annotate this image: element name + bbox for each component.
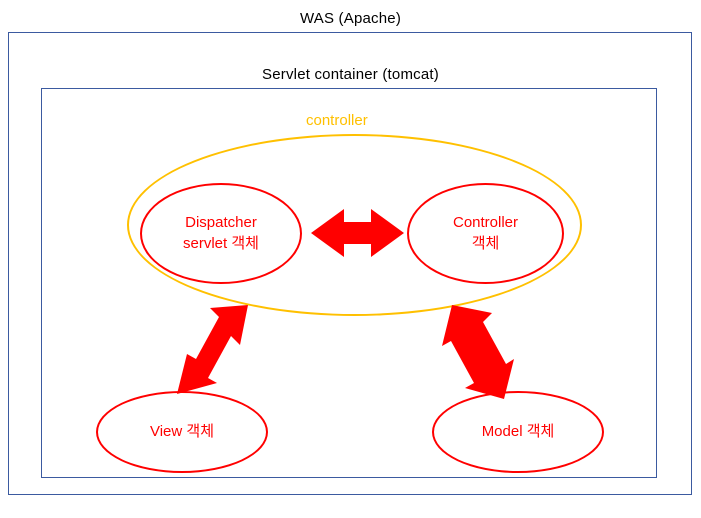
was-title: WAS (Apache) — [299, 10, 402, 27]
node-dispatcher-line1: Dispatcher — [185, 214, 257, 232]
node-dispatcher-servlet[interactable]: Dispatcher servlet 객체 — [140, 183, 302, 284]
node-model-line1: Model 객체 — [481, 422, 555, 440]
node-controller-line1: Controller — [452, 214, 519, 232]
was-container-box — [8, 32, 692, 495]
node-controller-line2: 객체 — [471, 234, 500, 252]
node-view[interactable]: View 객체 — [96, 391, 268, 473]
node-controller[interactable]: Controller 객체 — [407, 183, 564, 284]
servlet-container-title: Servlet container (tomcat) — [262, 66, 439, 83]
controller-group-label: controller — [306, 112, 368, 129]
node-view-line1: View 객체 — [149, 422, 214, 440]
servlet-container-box — [41, 88, 657, 478]
controller-group-ellipse — [127, 134, 582, 316]
node-dispatcher-line2: servlet 객체 — [183, 234, 259, 252]
node-model[interactable]: Model 객체 — [432, 391, 604, 473]
